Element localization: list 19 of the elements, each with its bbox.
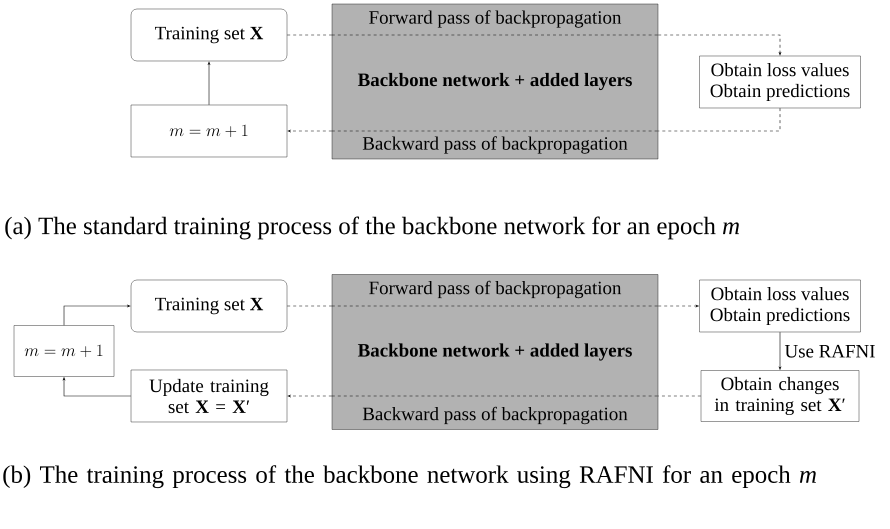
caption: (a) The standard training process of the backbone network for an epoch m [5, 216, 739, 240]
pass-label: Forward pass of backpropagation [369, 280, 622, 298]
network-box [332, 274, 658, 430]
caption: (b) The training process of the backbone network using RAFNI for an epoch m [3, 465, 816, 488]
pass-label: Backward pass of backpropagation [362, 136, 628, 154]
process-box: Obtain loss values Obtain predictions [699, 280, 861, 332]
process-box: Training set X [130, 280, 288, 332]
edge-label: Use RAFNI [784, 344, 875, 358]
process-box: Obtain loss values Obtain predictions [699, 56, 861, 108]
network-label: Backbone network + added layers [358, 72, 632, 90]
network-box [332, 4, 658, 160]
pass-label: Forward pass of backpropagation [369, 10, 622, 28]
process-box: $m = m + 1$ [130, 104, 288, 158]
process-box: $m = m + 1$ [14, 325, 114, 377]
network-label: Backbone network + added layers [358, 343, 632, 361]
process-box: Update training set X = X′ [130, 370, 288, 422]
pass-label: Backward pass of backpropagation [362, 406, 628, 424]
process-box: Obtain changes in training set X′ [700, 370, 860, 422]
process-box: Training set X [130, 8, 288, 62]
